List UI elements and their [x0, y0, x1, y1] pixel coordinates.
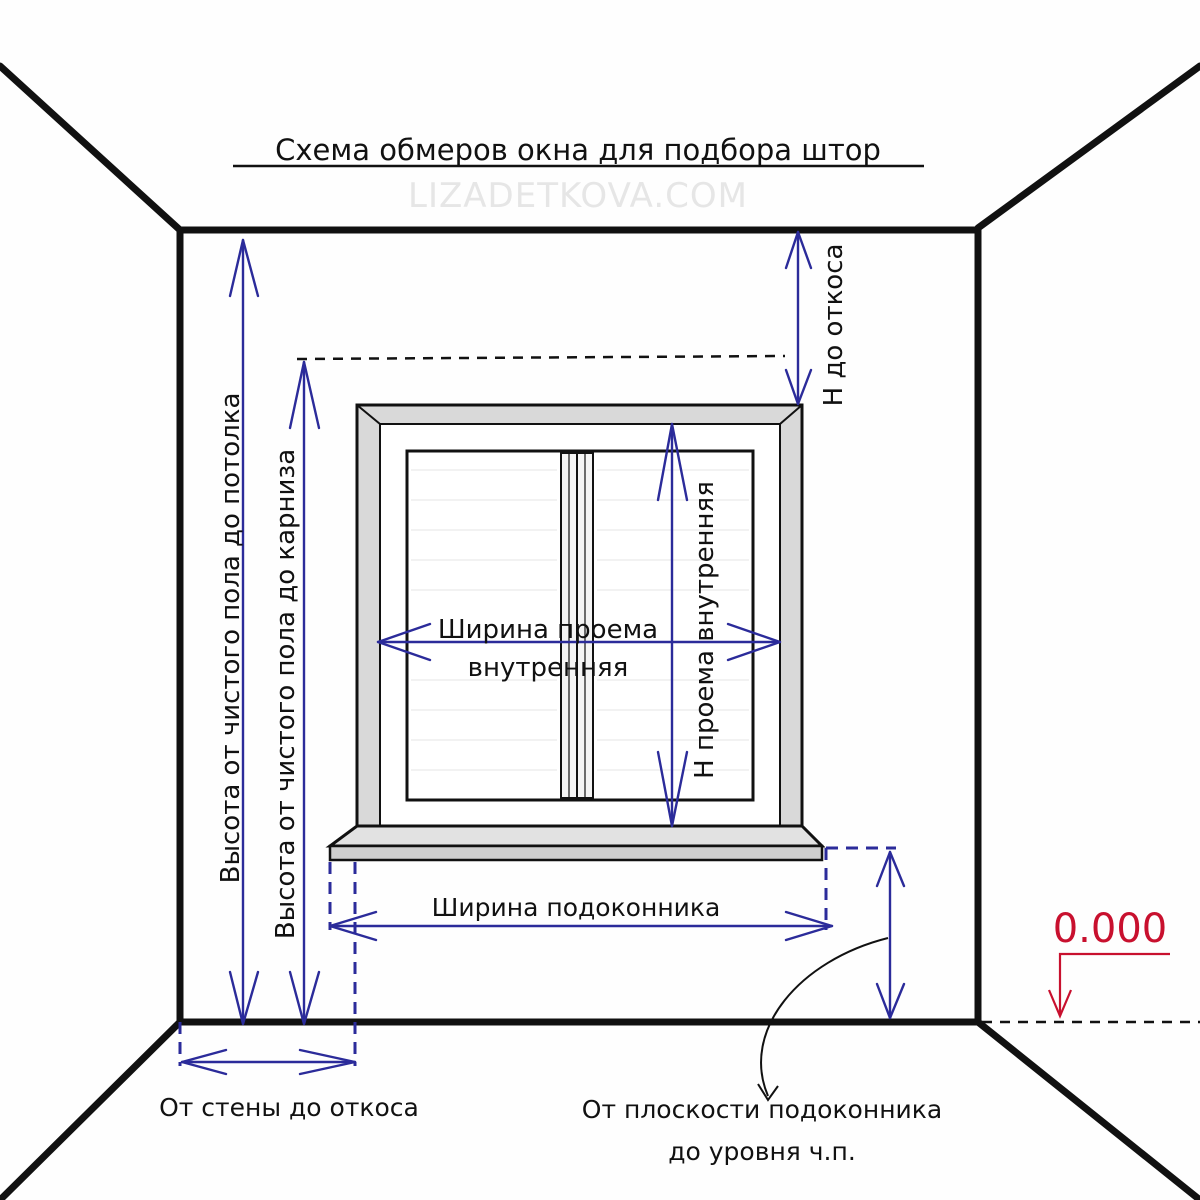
back-wall	[176, 226, 982, 1026]
window-sill-front	[328, 844, 824, 862]
wall-to-slope-dimension	[180, 1048, 357, 1076]
label-sill-width: Ширина подоконника	[432, 893, 721, 922]
opening-width-dimension	[376, 622, 782, 662]
room-walls	[0, 62, 1200, 1200]
callout-arrowhead	[757, 1083, 779, 1102]
cornice-level-line	[296, 354, 786, 361]
label-opening-height: Н проема внутренняя	[690, 481, 720, 779]
window-sill-top	[325, 824, 826, 848]
h-to-slope-dimension	[784, 230, 813, 406]
label-opening-width-1: Ширина проема	[438, 615, 658, 645]
ceiling-right-edge	[974, 62, 1200, 232]
cornice-height-dimension	[288, 360, 321, 1026]
floor-left-edge	[0, 1018, 184, 1200]
floor-level-value: 0.000	[1053, 906, 1168, 952]
window	[325, 403, 826, 862]
label-wall-to-slope: От стены до откоса	[159, 1093, 419, 1122]
floor-right-edge	[974, 1018, 1200, 1200]
ceiling-left-edge	[0, 62, 184, 234]
label-sill-to-floor-1: От плоскости подоконника	[582, 1095, 942, 1124]
ceiling-height-dimension	[228, 238, 260, 1026]
floor-level-arrow	[1047, 952, 1170, 1019]
watermark: LIZADETKOVA.COM	[408, 176, 748, 216]
label-h-to-slope: Н до откоса	[819, 244, 849, 407]
callout-curve	[760, 937, 889, 1097]
label-sill-to-floor-2: до уровня ч.п.	[668, 1137, 856, 1166]
opening-height-dimension	[656, 422, 689, 828]
diagram-title: Схема обмеров окна для подбора штор	[275, 133, 881, 167]
sill-to-floor-dimension	[875, 850, 906, 1020]
label-ceiling-height: Высота от чистого пола до потолка	[216, 393, 246, 884]
sill-width-dimension	[328, 910, 834, 942]
label-cornice-height: Высота от чистого пола до карниза	[271, 449, 301, 939]
label-opening-width-2: внутренняя	[468, 653, 629, 683]
